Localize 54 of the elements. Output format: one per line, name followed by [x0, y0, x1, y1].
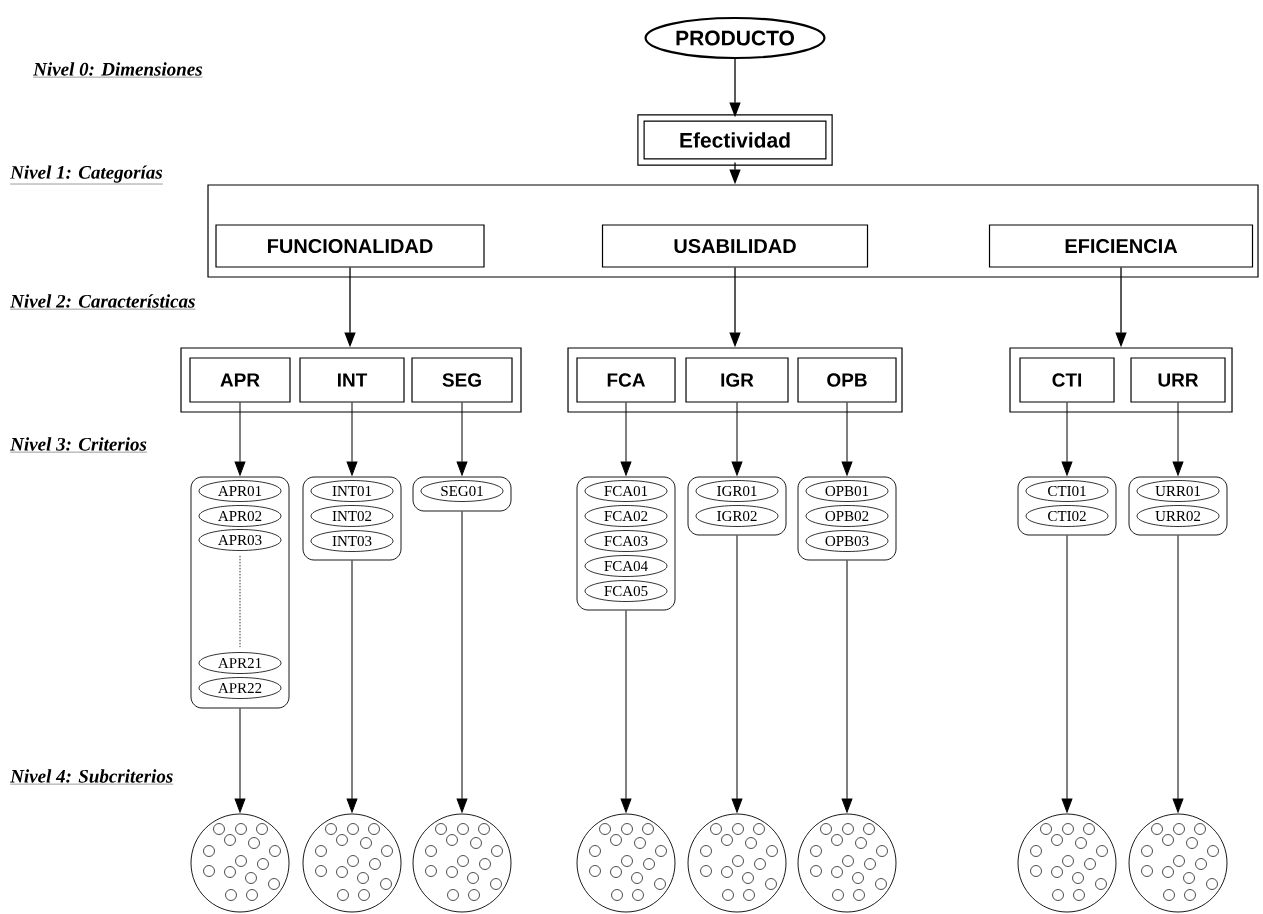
- arrow: [456, 510, 468, 813]
- arrow: [620, 402, 632, 476]
- group-box: [1009, 347, 1233, 413]
- category-box: EFICIENCIA: [988, 224, 1254, 268]
- criteria-box: [412, 476, 512, 512]
- arrow: [620, 609, 632, 813]
- arrow: [234, 402, 246, 476]
- characteristic-box: APR: [189, 357, 291, 403]
- subcriteria-circle: [302, 813, 402, 913]
- group-box: [180, 347, 522, 413]
- characteristic-box: CTI: [1019, 357, 1115, 403]
- characteristic-box: INT: [299, 357, 405, 403]
- arrow: [1172, 534, 1184, 813]
- criteria-box: [190, 476, 290, 709]
- criteria-box: [576, 476, 676, 611]
- criteria-box: [1128, 476, 1228, 536]
- dotted-line: [239, 555, 241, 648]
- category-band: [207, 184, 1259, 278]
- arrow: [1061, 534, 1073, 813]
- subcriteria-circle: [576, 813, 676, 913]
- level-label: Nivel 2: Características: [10, 294, 196, 310]
- subcriteria-circle: [412, 813, 512, 913]
- criteria-box: [687, 476, 787, 536]
- group-box: [567, 347, 903, 413]
- level-label: Nivel 0: Dimensiones: [33, 62, 203, 78]
- subcriteria-circle: [797, 813, 897, 913]
- characteristic-box: FCA: [576, 357, 676, 403]
- subcriteria-circle: [1128, 813, 1228, 913]
- double-box: Efectividad: [637, 114, 833, 166]
- characteristic-box: IGR: [685, 357, 789, 403]
- level-label: Nivel 3: Criterios: [10, 437, 148, 453]
- arrow: [841, 402, 853, 476]
- subcriteria-circle: [190, 813, 290, 913]
- subcriteria-circle: [1017, 813, 1117, 913]
- characteristic-box: OPB: [797, 357, 897, 403]
- arrow: [1172, 402, 1184, 476]
- arrow: [346, 559, 358, 813]
- arrow: [731, 534, 743, 813]
- arrow: [841, 559, 853, 813]
- subcriteria-circle: [687, 813, 787, 913]
- arrow: [456, 402, 468, 476]
- arrow: [1061, 402, 1073, 476]
- characteristic-box: URR: [1130, 357, 1226, 403]
- criteria-box: [302, 476, 402, 561]
- arrow: [234, 707, 246, 813]
- criteria-box: [1017, 476, 1117, 536]
- level-label: Nivel 1: Categorías: [10, 165, 163, 185]
- characteristic-box: SEG: [411, 357, 513, 403]
- category-box: USABILIDAD: [601, 224, 869, 268]
- arrow: [346, 402, 358, 476]
- criteria-box: [797, 476, 897, 561]
- arrow: [731, 402, 743, 476]
- level-label: Nivel 4: Subcriterios: [10, 769, 174, 785]
- category-box: FUNCIONALIDAD: [215, 224, 485, 268]
